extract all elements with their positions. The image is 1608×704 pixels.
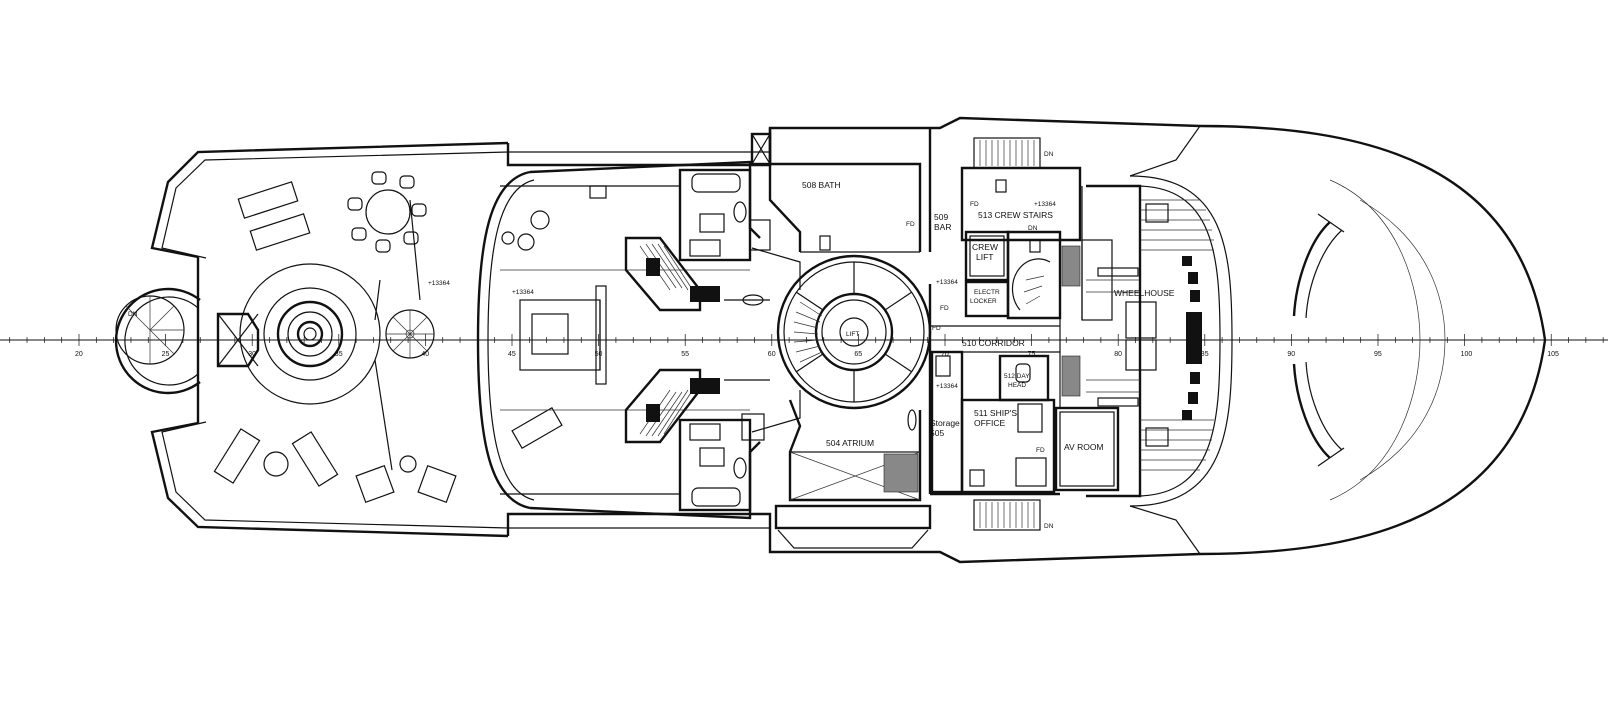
down-mark: DN [1028,225,1038,232]
fire-door-mark: FD [932,325,941,332]
room-label-lift: LIFT [846,331,859,338]
frame-tick-label: 80 [1114,351,1122,358]
level-marks: +13364 +13364 +13364 +13364 +13364 [428,201,1056,390]
room-label-storage-1: Storage [930,418,960,428]
down-mark: DN [128,311,138,318]
frame-tick-label: 45 [508,351,516,358]
frame-tick-label: 40 [421,351,429,358]
room-label-crew-stairs: 513 CREW STAIRS [978,210,1053,220]
room-label-elec-locker-2: LOCKER [970,298,997,305]
room-label-crew-lift-1: CREW [972,242,998,252]
frame-tick-label: 50 [595,351,603,358]
crew-area [928,128,1120,531]
frame-tick-label: 60 [768,351,776,358]
level-mark: +13364 [512,289,534,296]
bow-seating [1292,213,1345,467]
fire-door-mark: FD [970,201,979,208]
door-markers: FD FD FD FD FD DN DN DN DN [128,151,1054,530]
inner-stairs-and-baths [624,168,801,512]
room-label-day-head-1: 512 DAY [1004,373,1030,380]
frame-tick-label: 65 [854,351,862,358]
room-label-crew-lift-2: LIFT [976,252,993,262]
frame-tick-label: 105 [1547,351,1559,358]
frame-tick-label: 95 [1374,351,1382,358]
room-labels: 508 BATH 509 BAR 513 CREW STAIRS CREW LI… [802,180,1175,452]
room-label-bar: BAR [934,222,951,232]
down-mark: DN [1044,151,1054,158]
room-label-elec-locker-1: ELECTR [974,289,1000,296]
room-label-atrium: 504 ATRIUM [826,438,874,448]
room-label-day-head-2: HEAD [1008,382,1026,389]
room-label-corridor: 510 CORRIDOR [962,338,1025,348]
down-mark: DN [1044,523,1054,530]
room-label-bath: 508 BATH [802,180,841,190]
frame-tick-label: 85 [1201,351,1209,358]
level-mark: +13364 [936,279,958,286]
level-mark: +13364 [1034,201,1056,208]
level-mark: +13364 [936,383,958,390]
frame-tick-label: 20 [75,351,83,358]
frame-tick-label: 55 [681,351,689,358]
frame-tick-label: 75 [1028,351,1036,358]
frame-tick-label: 25 [162,351,170,358]
room-label-bar-num: 509 [934,212,948,222]
room-label-av-room: AV ROOM [1064,442,1104,452]
fire-door-mark: FD [940,305,949,312]
frame-tick-label: 30 [248,351,256,358]
fire-door-mark: FD [906,221,915,228]
room-label-storage-2: 505 [930,428,944,438]
room-label-ships-office-2: OFFICE [974,418,1005,428]
level-mark: +13364 [428,280,450,287]
frame-tick-label: 100 [1461,351,1473,358]
frame-tick-label: 90 [1287,351,1295,358]
aft-deck-furniture [115,171,457,504]
room-label-ships-office-1: 511 SHIP'S [974,408,1017,418]
frame-tick-label: 70 [941,351,949,358]
wheelhouse [1061,184,1214,498]
bath-and-atrium [750,128,932,549]
fire-door-mark: FD [1036,447,1045,454]
room-label-wheelhouse: WHEELHOUSE [1114,288,1175,298]
frame-scale-labels: 20 25 30 35 40 45 50 55 60 65 70 75 80 85 90 95 100 105 [75,351,1559,358]
frame-tick-label: 35 [335,351,343,358]
